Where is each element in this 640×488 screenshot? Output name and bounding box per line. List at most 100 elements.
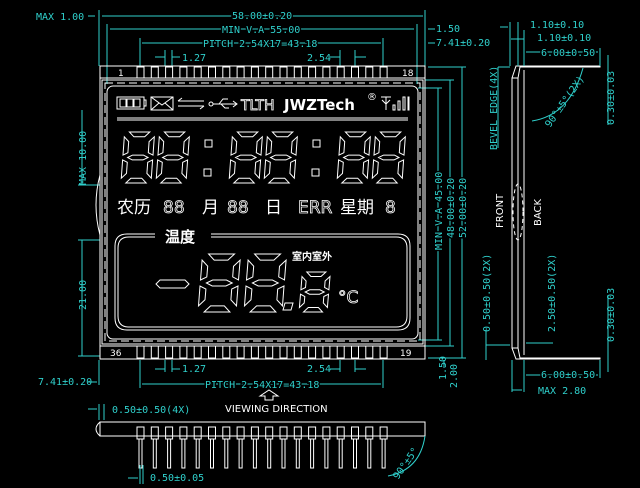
- segment: [398, 135, 406, 156]
- pin-pad-top: [222, 66, 231, 79]
- lead-shoulder: [250, 426, 259, 440]
- colon-dot: [204, 139, 213, 148]
- dim-pin-pitch-top: 2.54: [307, 53, 331, 64]
- pin-pad-bottom: [179, 345, 188, 359]
- clock-display: [120, 131, 406, 184]
- front-label: FRONT: [495, 193, 506, 228]
- segment: [363, 135, 371, 156]
- segment: [234, 154, 258, 161]
- viewing-direction-arrow-icon: [258, 389, 280, 401]
- lead: [295, 438, 300, 469]
- segment: [236, 131, 260, 138]
- pin-pad-bottom: [279, 345, 288, 359]
- dim-lead-offset: 0.50±0.50(4X): [112, 405, 190, 416]
- lead-shoulder: [236, 426, 245, 440]
- pin-pad-top: [279, 66, 288, 79]
- segment: [276, 285, 285, 308]
- pin-label-1: 1: [118, 69, 124, 79]
- pin-pad-bottom: [365, 345, 374, 359]
- brand-registered: ®: [367, 92, 377, 103]
- segment: [245, 258, 255, 281]
- segment: [146, 159, 154, 180]
- segment: [373, 135, 381, 156]
- segment: [336, 159, 344, 180]
- segment: [159, 177, 183, 184]
- bottom-dimensions: 1.27 2.54 PITCH 2.54X17=43.18: [139, 360, 384, 393]
- segment: [147, 135, 155, 156]
- segment: [205, 279, 234, 287]
- dim-bottom-2-00: 2.00: [449, 364, 460, 388]
- segment: [251, 279, 280, 287]
- pin-pad-bottom: [308, 345, 317, 359]
- segment: [182, 135, 190, 156]
- lead-shoulder: [150, 426, 159, 440]
- month-label: 月: [202, 198, 219, 218]
- lead-shoulder: [336, 426, 345, 440]
- pin-label-36: 36: [110, 349, 122, 359]
- segment: [202, 305, 232, 313]
- lead-shoulder: [365, 426, 374, 440]
- lead-shoulder: [322, 426, 331, 440]
- bottom-pin-view: 0.50±0.50(4X) 0.50±0.05 90°±5°: [88, 404, 426, 484]
- pin-pad-top: [322, 66, 331, 79]
- signal-strength-icon: [381, 96, 410, 111]
- segment: [304, 289, 326, 295]
- segment: [375, 177, 399, 184]
- clock-digit: [155, 131, 190, 184]
- clock-digit: [336, 131, 371, 184]
- segment: [243, 285, 253, 308]
- err-label: ERR: [298, 198, 333, 218]
- icon-text-tlth: TLTH: [240, 98, 275, 114]
- lead: [353, 438, 357, 469]
- segment: [267, 177, 291, 184]
- segment: [230, 135, 238, 156]
- pin-pad-bottom: [165, 345, 174, 359]
- battery-icon: [116, 96, 147, 110]
- lead: [338, 438, 343, 469]
- pin-pad-top: [336, 66, 345, 79]
- pin-pad-top: [193, 66, 202, 79]
- pin-label-19: 19: [400, 349, 412, 359]
- pin-pad-bottom: [150, 345, 159, 359]
- lead-shoulder: [179, 426, 188, 440]
- pin-pad-top: [136, 66, 145, 79]
- segment: [122, 135, 130, 156]
- segment: [379, 131, 403, 138]
- lead: [210, 438, 214, 469]
- dim-lead-width: 0.50±0.05: [150, 473, 204, 484]
- month-digits: 88: [163, 198, 185, 218]
- back-offset-label: 2.50±0.50(2X): [547, 254, 558, 332]
- side-bottom-length: 6.00±0.50: [541, 370, 595, 381]
- lead: [138, 438, 143, 469]
- lunar-label: 农历: [117, 198, 151, 218]
- pin-pad-bottom: [293, 345, 302, 359]
- pin-pad-top: [379, 66, 388, 79]
- usb-icon: [208, 98, 238, 109]
- pin-pad-top: [293, 66, 302, 79]
- pin-pad-bottom: [336, 345, 345, 359]
- segment: [302, 307, 324, 313]
- transfer-arrows-icon: [177, 97, 205, 110]
- temperature-digits: [197, 253, 331, 313]
- segment: [248, 305, 278, 313]
- colon-dot: [311, 168, 320, 177]
- dim-width-total: 58.00±0.20: [232, 11, 292, 22]
- pin-pad-top: [208, 66, 216, 79]
- pin-pad-bottom: [351, 345, 359, 359]
- lead: [381, 438, 386, 469]
- pin-pad-top: [150, 66, 159, 79]
- pin-pad-top: [165, 66, 174, 79]
- temperature-box: 温度 室内室外 − 88 . 8 °C: [114, 228, 411, 331]
- dim-pin-width-top: 1.27: [182, 53, 206, 64]
- segment: [157, 135, 165, 156]
- segment: [155, 159, 163, 180]
- segment: [305, 271, 328, 277]
- dim-min-va-width: MIN V.A 55.00: [222, 25, 300, 36]
- side-max-thickness: MAX 2.80: [538, 386, 586, 397]
- dim-height-52: 52.00±0.20: [458, 178, 469, 238]
- pin-pad-top: [250, 66, 259, 79]
- segment: [290, 135, 298, 156]
- segment: [124, 177, 148, 184]
- temperature-digit: [298, 271, 331, 313]
